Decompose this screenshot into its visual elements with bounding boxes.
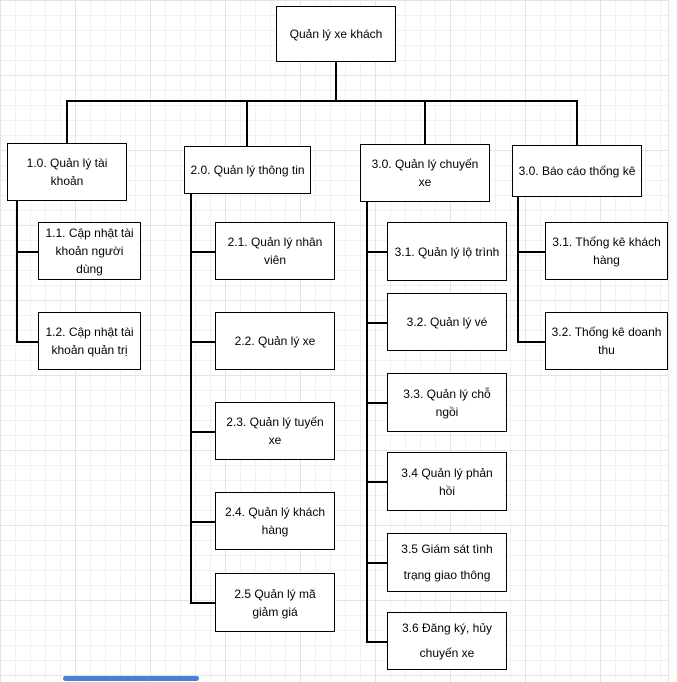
connector-trunk-col2	[190, 194, 192, 603]
node-2-0-header[interactable]: 2.0. Quản lý thông tin	[184, 146, 311, 194]
node-2-3[interactable]: 2.3. Quản lý tuyến xe	[215, 402, 335, 460]
connector-stub	[190, 341, 215, 343]
connector-stub	[190, 431, 215, 433]
connector-stub	[366, 641, 387, 643]
connector-drop-col3	[424, 100, 426, 144]
node-3-3[interactable]: 3.3. Quản lý chỗ ngồi	[387, 373, 507, 432]
node-root[interactable]: Quản lý xe khách	[276, 6, 396, 62]
connector-stub	[517, 341, 545, 343]
connector-stub	[190, 251, 215, 253]
node-3-5[interactable]: 3.5 Giám sát tình trạng giao thông	[387, 533, 507, 592]
node-3-6[interactable]: 3.6 Đăng ký, hủy chuyến xe	[387, 612, 507, 670]
connector-drop-col4	[576, 100, 578, 145]
node-3-4[interactable]: 3.4 Quản lý phản hồi	[387, 452, 507, 511]
horizontal-scrollbar-thumb[interactable]	[63, 676, 199, 681]
node-report-header[interactable]: 3.0. Báo cáo thống kê	[512, 145, 642, 197]
node-3-0-header[interactable]: 3.0. Quản lý chuyến xe	[360, 144, 490, 202]
connector-drop-col2	[246, 100, 248, 146]
connector-trunk-col3	[366, 202, 368, 642]
connector-trunk-col1	[16, 201, 18, 342]
node-report-2[interactable]: 3.2. Thống kê doanh thu	[545, 312, 668, 370]
connector-stub	[366, 562, 387, 564]
vertical-scrollbar-track[interactable]	[668, 0, 677, 682]
connector-root-drop	[335, 62, 337, 101]
connector-stub	[16, 341, 38, 343]
connector-stub	[190, 521, 215, 523]
connector-stub	[366, 251, 387, 253]
node-1-0-header[interactable]: 1.0. Quản lý tài khoản	[7, 143, 127, 201]
node-report-1[interactable]: 3.1. Thống kê khách hàng	[545, 222, 668, 280]
node-3-1[interactable]: 3.1. Quản lý lộ trình	[387, 222, 507, 281]
node-2-1[interactable]: 2.1. Quản lý nhân viên	[215, 222, 335, 280]
connector-stub	[366, 322, 387, 324]
connector-stub	[366, 481, 387, 483]
node-1-2[interactable]: 1.2. Cập nhật tài khoản quản trị	[38, 312, 141, 370]
node-2-4[interactable]: 2.4. Quản lý khách hàng	[215, 492, 335, 550]
connector-bus	[66, 100, 578, 102]
connector-trunk-col4	[517, 197, 519, 342]
connector-stub	[366, 402, 387, 404]
node-2-2[interactable]: 2.2. Quản lý xe	[215, 312, 335, 370]
node-3-2[interactable]: 3.2. Quản lý vé	[387, 293, 507, 351]
connector-stub	[190, 602, 215, 604]
node-2-5[interactable]: 2.5 Quản lý mã giảm giá	[215, 573, 335, 632]
connector-stub	[16, 251, 38, 253]
connector-drop-col1	[66, 100, 68, 143]
node-1-1[interactable]: 1.1. Cập nhật tài khoản người dùng	[38, 222, 141, 280]
connector-stub	[517, 251, 545, 253]
